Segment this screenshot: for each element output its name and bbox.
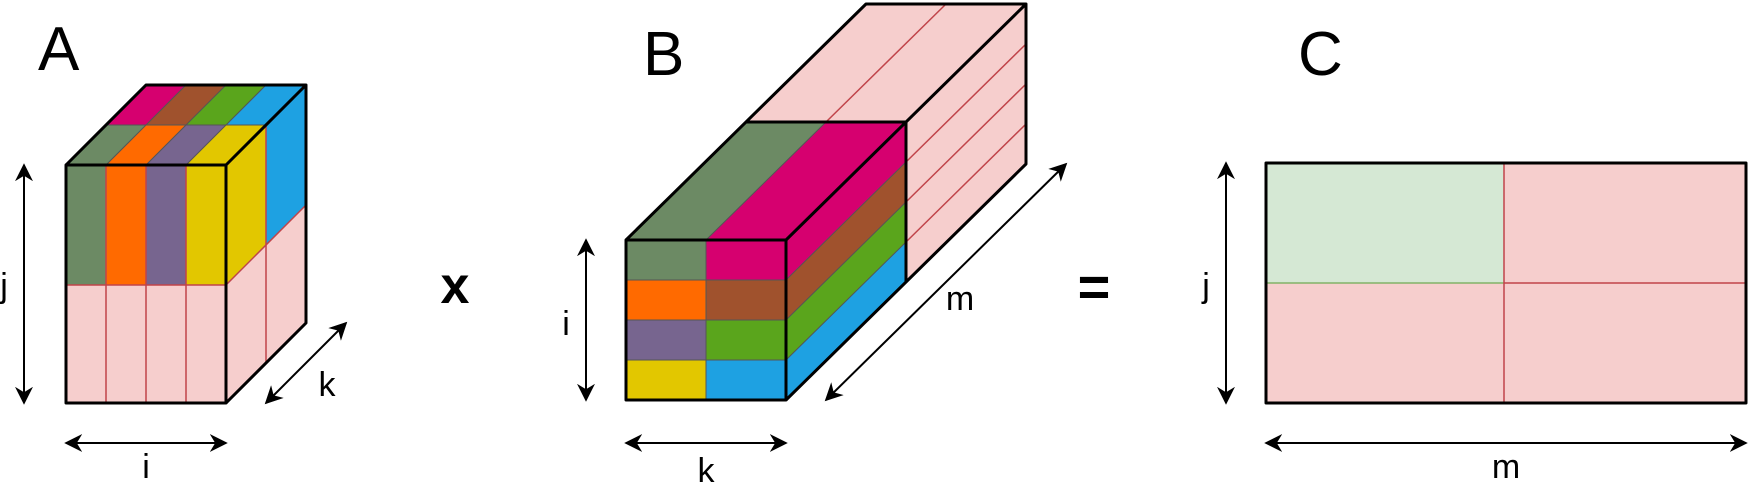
b-front-cell-magenta [706,240,786,280]
tensor-a: A [0,15,348,486]
c-cell-highlight-green [1266,163,1504,283]
a-top-cell-purple [146,125,226,165]
a-depth-label: k [319,366,337,404]
a-side-cell-yellow [226,125,266,285]
b-height-label: i [562,305,570,343]
matrix-c-title: C [1298,20,1343,89]
a-top-cell-lime [186,85,266,125]
a-front-cell-green [66,165,106,285]
b-width-label: k [698,452,716,490]
b-top-cell-magenta [706,122,906,240]
matrix-c: C j m [1201,20,1748,486]
b-depth-label: m [946,280,974,318]
a-top-cell-magenta [106,85,186,125]
tensor-a-title: A [38,15,80,84]
b-top-cell-green [626,122,826,240]
a-top-cell-brown [146,85,226,125]
equals-operator: = [1078,255,1111,318]
b-front-cell-brown [706,280,786,320]
a-depth-arrow [264,321,348,405]
a-side-cell-blue [266,85,306,245]
matrix-c-outline [1264,161,1748,405]
c-cell-bottom-right [1504,283,1746,403]
b-front-cell-orange [626,280,706,320]
tensor-b: B [562,2,1068,490]
tensor-b-top-face [626,3,1026,241]
a-front-cell-yellow [186,165,226,285]
tensor-b-title: B [643,20,684,89]
b-front-cell-blue [706,360,786,400]
a-top-cell-green [66,125,146,165]
tensor-b-front-face [626,240,786,400]
a-top-cell-yellow [186,125,266,165]
b-front-cell-yellow [626,360,706,400]
tensor-a-front-face [66,165,226,403]
a-front-cell-orange [106,165,146,285]
c-width-label: m [1492,448,1520,486]
a-height-label: j [0,267,8,305]
c-cell-bottom-left [1266,283,1504,403]
tensor-a-right-face [225,85,307,403]
a-top-cell-orange [106,125,186,165]
c-cell-top-right [1504,163,1746,283]
c-height-label: j [1201,267,1210,305]
a-width-label: i [142,448,150,486]
a-top-cell-blue [226,85,306,125]
b-front-cell-green [626,240,706,280]
b-front-cell-lime [706,320,786,360]
b-depth-arrow [824,162,1068,402]
b-front-cell-purple [626,320,706,360]
a-front-cell-purple [146,165,186,285]
multiply-operator: x [441,257,470,315]
tensor-a-top-face [66,84,306,166]
